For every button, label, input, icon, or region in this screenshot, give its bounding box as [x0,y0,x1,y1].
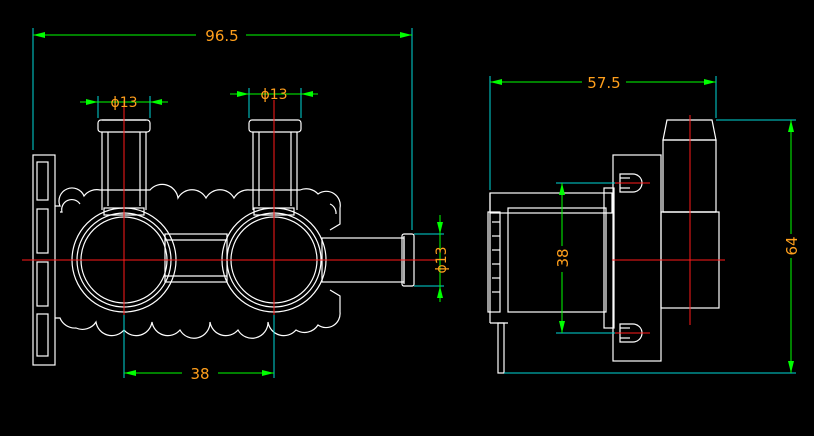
dim-overall-height: 64 [783,236,801,255]
mounting-screw-top [619,173,643,193]
dim-overall-width-side: 57.5 [587,74,620,92]
terminal-block [487,211,505,374]
front-centerlines [22,100,436,320]
inlet-pipe-right [248,119,302,210]
mounting-screw-bottom [619,323,643,343]
dim-mount-hole-spacing: 38 [554,248,572,267]
pump-body-outline [55,183,341,339]
dim-gap-64 [783,234,799,258]
dim-outlet-diameter: ϕ13 [434,246,450,273]
dim-inlet-diameter-right: ϕ13 [260,87,287,103]
dim-gap-38-side [554,246,570,272]
side-extension-lines [489,76,796,374]
dim-gap-38 [182,366,218,380]
dim-gap-96 [196,27,246,43]
dim-inlet-diameter-left: ϕ13 [110,95,137,111]
motor-body [489,187,615,329]
dim-gap-57 [582,74,626,90]
front-extension-lines [32,28,444,378]
dim-center-distance: 38 [190,365,209,383]
dim-overall-width-front: 96.5 [205,27,238,45]
